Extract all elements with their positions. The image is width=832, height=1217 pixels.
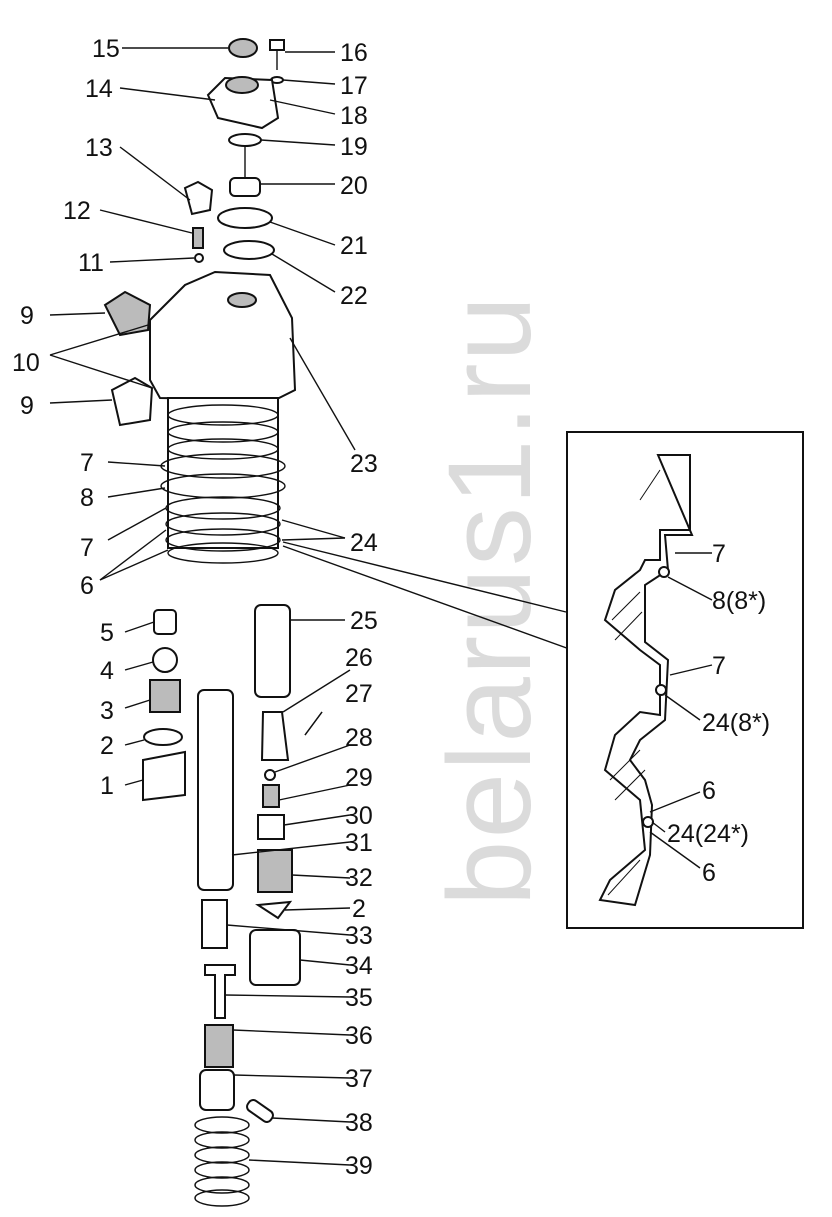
part-label: 22 (340, 282, 368, 310)
part-label: 17 (340, 72, 368, 100)
inset-label: 8(8*) (712, 587, 766, 615)
part-label: 6 (80, 572, 94, 600)
part-label: 15 (92, 35, 120, 63)
parts-drawing (103, 38, 323, 1207)
part-label: 2 (100, 732, 114, 760)
part-label: 27 (345, 680, 373, 708)
part-label: 35 (345, 984, 373, 1012)
part-label: 16 (340, 39, 368, 67)
part-label: 30 (345, 802, 373, 830)
watermark: belarus1.ru (424, 294, 556, 906)
part-label: 3 (100, 697, 114, 725)
leader-lines (49, 47, 601, 1166)
part-label: 7 (80, 449, 94, 477)
part-label: 8 (80, 484, 94, 512)
part-label: 29 (345, 764, 373, 792)
part-label: 31 (345, 829, 373, 857)
part-label: 1 (100, 772, 114, 800)
part-label: 23 (350, 450, 378, 478)
part-label: 28 (345, 724, 373, 752)
part-label: 36 (345, 1022, 373, 1050)
part-label: 39 (345, 1152, 373, 1180)
part-label: 13 (85, 134, 113, 162)
part-label: 21 (340, 232, 368, 260)
part-label: 11 (78, 249, 104, 277)
part-label: 10 (12, 349, 40, 377)
inset-label: 7 (712, 540, 726, 568)
part-label: 25 (350, 607, 378, 635)
part-label: 9 (20, 302, 34, 330)
inset-label: 24(8*) (702, 709, 770, 737)
section-inset (566, 431, 804, 929)
inset-label: 6 (702, 859, 716, 887)
part-label: 12 (63, 197, 91, 225)
part-label: 32 (345, 864, 373, 892)
inset-label: 6 (702, 777, 716, 805)
part-label: 19 (340, 133, 368, 161)
inset-labels: 7 8(8*) 7 24(8*) 6 24(24*) 6 (667, 540, 770, 887)
part-label: 38 (345, 1109, 373, 1137)
part-label: 5 (100, 619, 114, 647)
inset-label: 7 (712, 652, 726, 680)
part-label: 7 (80, 534, 94, 562)
part-label: 37 (345, 1065, 373, 1093)
part-label: 18 (340, 102, 368, 130)
part-label: 20 (340, 172, 368, 200)
part-label: 24 (350, 529, 378, 557)
part-label: 9 (20, 392, 34, 420)
part-label: 4 (100, 657, 114, 685)
part-label: 26 (345, 644, 373, 672)
part-label: 2 (352, 895, 366, 923)
part-label: 14 (85, 75, 113, 103)
part-label: 34 (345, 952, 373, 980)
part-label: 33 (345, 922, 373, 950)
part-labels: 15 16 17 14 18 13 19 20 12 21 11 22 9 10… (12, 35, 378, 1180)
inset-label: 24(24*) (667, 820, 749, 848)
